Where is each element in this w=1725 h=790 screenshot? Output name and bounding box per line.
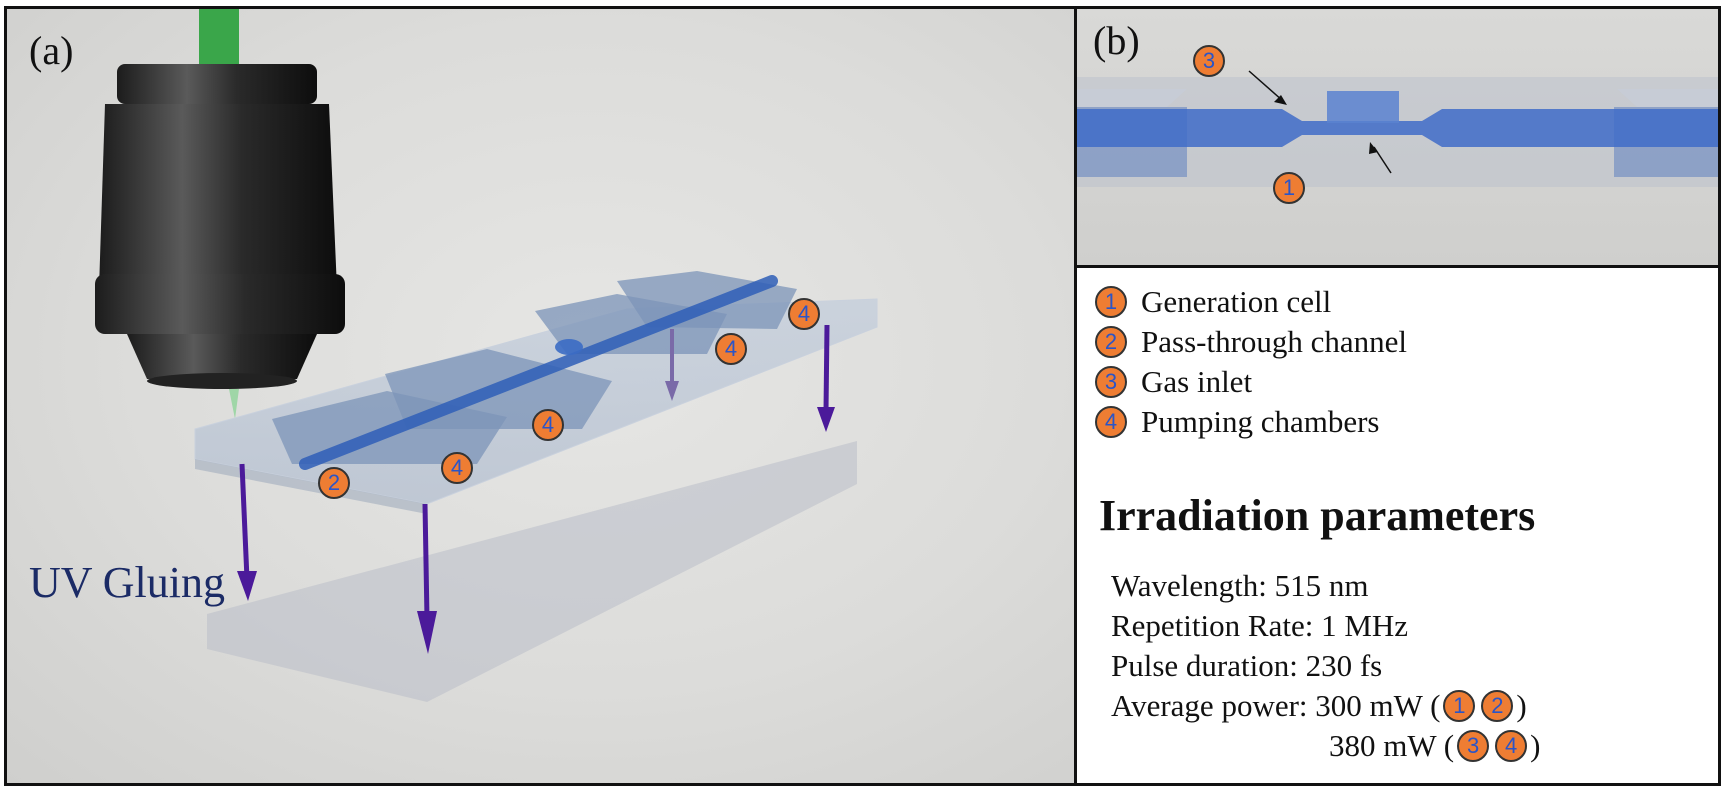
panel-a-illustration <box>95 9 878 702</box>
callout-generation-cell: 1 <box>1273 172 1305 204</box>
uv-gluing-label: UV Gluing <box>29 558 225 607</box>
callout-gas-inlet: 3 <box>1193 45 1225 77</box>
microscope-objective-icon <box>95 64 345 389</box>
panel-b-label: (b) <box>1093 18 1140 63</box>
legend-panel: 1 Generation cell 2 Pass-through channel… <box>1074 265 1721 786</box>
param-wavelength: Wavelength: 515 nm <box>1111 568 1369 603</box>
down-arrow-icon <box>237 324 835 654</box>
legend-item-generation-cell: 1 Generation cell <box>1095 284 1331 320</box>
callout-pumping-chamber: 4 <box>441 452 473 484</box>
panel-b-illustration <box>1077 70 1718 187</box>
panel-a-label: (a) <box>29 28 74 73</box>
legend-label: Gas inlet <box>1141 364 1253 399</box>
legend-badge: 1 <box>1095 286 1127 318</box>
param-power2-suffix: ) <box>1530 728 1541 763</box>
param-average-power-1: Average power: 300 mW ( 1 2 ) <box>1111 688 1527 724</box>
base-plate <box>207 441 857 702</box>
laser-beam-icon <box>199 9 239 419</box>
glass-chip <box>194 271 878 514</box>
legend-item-pass-through-channel: 2 Pass-through channel <box>1095 324 1407 360</box>
legend-badge: 3 <box>1095 366 1127 398</box>
legend-badge: 2 <box>1095 326 1127 358</box>
param-power2-prefix: 380 mW ( <box>1329 728 1455 763</box>
legend-label: Generation cell <box>1141 284 1332 319</box>
param-power1-prefix: Average power: 300 mW ( <box>1111 688 1441 723</box>
panel-a: (a) <box>4 6 1078 786</box>
param-badge: 4 <box>1495 730 1528 762</box>
param-average-power-2: 380 mW ( 3 4 ) <box>1329 728 1540 764</box>
param-badge: 2 <box>1481 690 1514 722</box>
param-power1-suffix: ) <box>1516 688 1527 723</box>
params-title: Irradiation parameters <box>1099 491 1536 540</box>
legend-badge: 4 <box>1095 406 1127 438</box>
param-pulse-duration: Pulse duration: 230 fs <box>1111 648 1383 683</box>
param-badge: 1 <box>1443 690 1476 722</box>
param-repetition-rate: Repetition Rate: 1 MHz <box>1111 608 1409 643</box>
legend-label: Pass-through channel <box>1141 324 1408 359</box>
panel-b: (b) 3 1 <box>1074 6 1721 268</box>
legend-label: Pumping chambers <box>1141 404 1380 439</box>
callout-pass-through-channel: 2 <box>318 467 350 499</box>
param-badge: 3 <box>1457 730 1490 762</box>
callout-pumping-chamber: 4 <box>715 333 747 365</box>
callout-pumping-chamber: 4 <box>788 298 820 330</box>
callout-pumping-chamber: 4 <box>532 409 564 441</box>
legend-item-gas-inlet: 3 Gas inlet <box>1095 364 1252 400</box>
legend-item-pumping-chambers: 4 Pumping chambers <box>1095 404 1380 440</box>
